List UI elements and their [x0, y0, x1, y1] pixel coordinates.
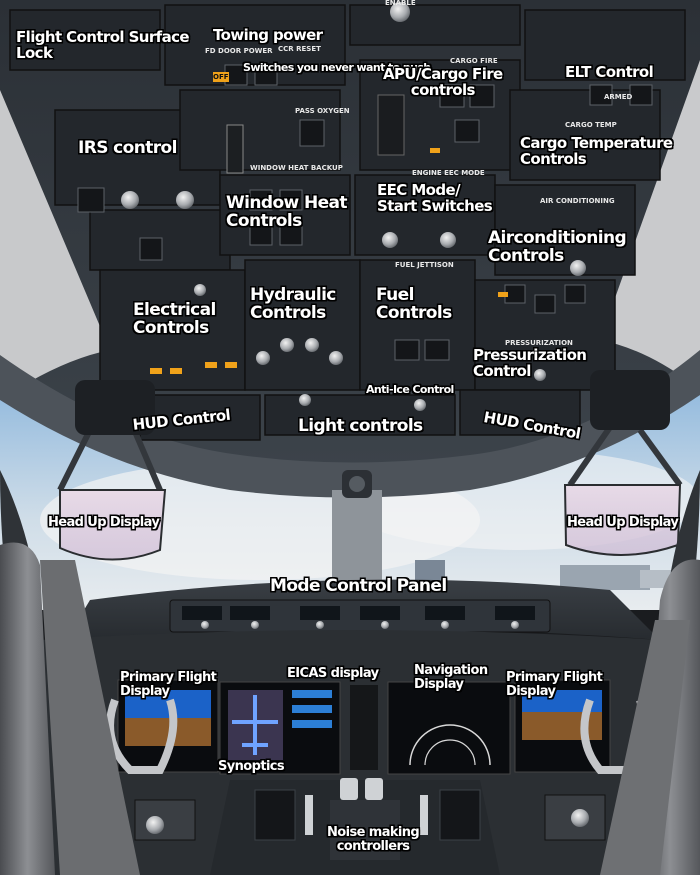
yoke-left [106, 698, 178, 774]
label-light-controls: Light controls [298, 416, 423, 436]
thrust-levers [305, 778, 428, 835]
panel-text-pressurization: PRESSURIZATION [505, 339, 573, 347]
panel-text-engine-eec: ENGINE EEC MODE [412, 169, 485, 177]
captain-seat [0, 542, 55, 875]
panel-text-ccr-reset: CCR RESET [278, 45, 321, 53]
label-head-up-display-right: Head Up Display [567, 515, 679, 530]
label-switches-never-push: Switches you never want to push [243, 61, 431, 74]
hud-projector-left [75, 380, 155, 435]
label-towing-power: Towing power [213, 26, 323, 44]
navigation-screen [387, 681, 511, 775]
panel-text-cargo-fire: CARGO FIRE [450, 57, 498, 65]
panel-text-air-conditioning: AIR CONDITIONING [540, 197, 615, 205]
panel-text-window-heat: WINDOW HEAT BACKUP [250, 164, 343, 172]
panel-text-cargo-temp: CARGO TEMP [565, 121, 617, 129]
panel-text-off: OFF [213, 73, 229, 81]
label-head-up-display-left: Head Up Display [48, 515, 160, 530]
panel-text-enable: ENABLE [385, 0, 416, 7]
label-irs-control: IRS control [78, 138, 177, 158]
label-eicas-display: EICAS display [287, 666, 379, 681]
label-eec-mode-start: EEC Mode/Start Switches [377, 181, 493, 215]
fo-seat-sheepskin [600, 620, 690, 875]
captain-seat-sheepskin [40, 560, 140, 875]
hud-combiner-left [59, 489, 167, 561]
panel-text-fd-door: FD DOOR POWER [205, 47, 273, 55]
center-post [332, 490, 382, 580]
label-elt-control: ELT Control [565, 63, 654, 81]
label-synoptics: Synoptics [218, 759, 285, 774]
panel-text-armed: ARMED [604, 93, 633, 101]
panel-text-pass-oxygen: PASS OXYGEN [295, 107, 350, 115]
hud-projector-right [590, 370, 670, 430]
label-mode-control-panel: Mode Control Panel [270, 576, 447, 596]
panel-text-fuel-jettison: FUEL JETTISON [395, 261, 454, 269]
label-anti-ice: Anti-Ice Control [366, 383, 454, 396]
